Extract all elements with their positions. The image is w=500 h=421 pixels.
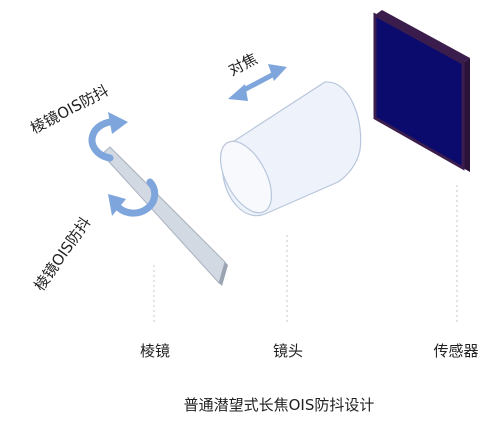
sensor-side xyxy=(375,10,470,63)
rotate-arrow-icon xyxy=(88,112,128,162)
prism-edge xyxy=(219,262,228,286)
rotate-arrow-head xyxy=(108,112,128,134)
sensor xyxy=(373,10,470,172)
label-sensor: 传感器 xyxy=(433,342,478,360)
double-arrow-head-left xyxy=(228,84,248,101)
lens xyxy=(219,81,362,217)
sensor-edge xyxy=(463,58,470,172)
label-lens: 镜头 xyxy=(273,342,303,360)
rotate-arrow-icon xyxy=(108,178,159,217)
guide-lines xyxy=(153,185,458,325)
prism xyxy=(101,146,228,286)
sensor-face xyxy=(373,12,465,171)
lens-front-face xyxy=(219,140,273,214)
label-prism: 棱镜 xyxy=(140,342,170,360)
caption: 普通潜望式长焦OIS防抖设计 xyxy=(184,396,375,414)
double-arrow-head-right xyxy=(268,64,287,81)
label-focus: 对焦 xyxy=(225,50,260,80)
double-arrow-icon xyxy=(228,64,287,101)
label-prism-ois-bottom: 棱镜OIS防抖 xyxy=(31,214,95,295)
rotate-arrow-head xyxy=(108,194,126,216)
prism-face xyxy=(101,146,226,285)
